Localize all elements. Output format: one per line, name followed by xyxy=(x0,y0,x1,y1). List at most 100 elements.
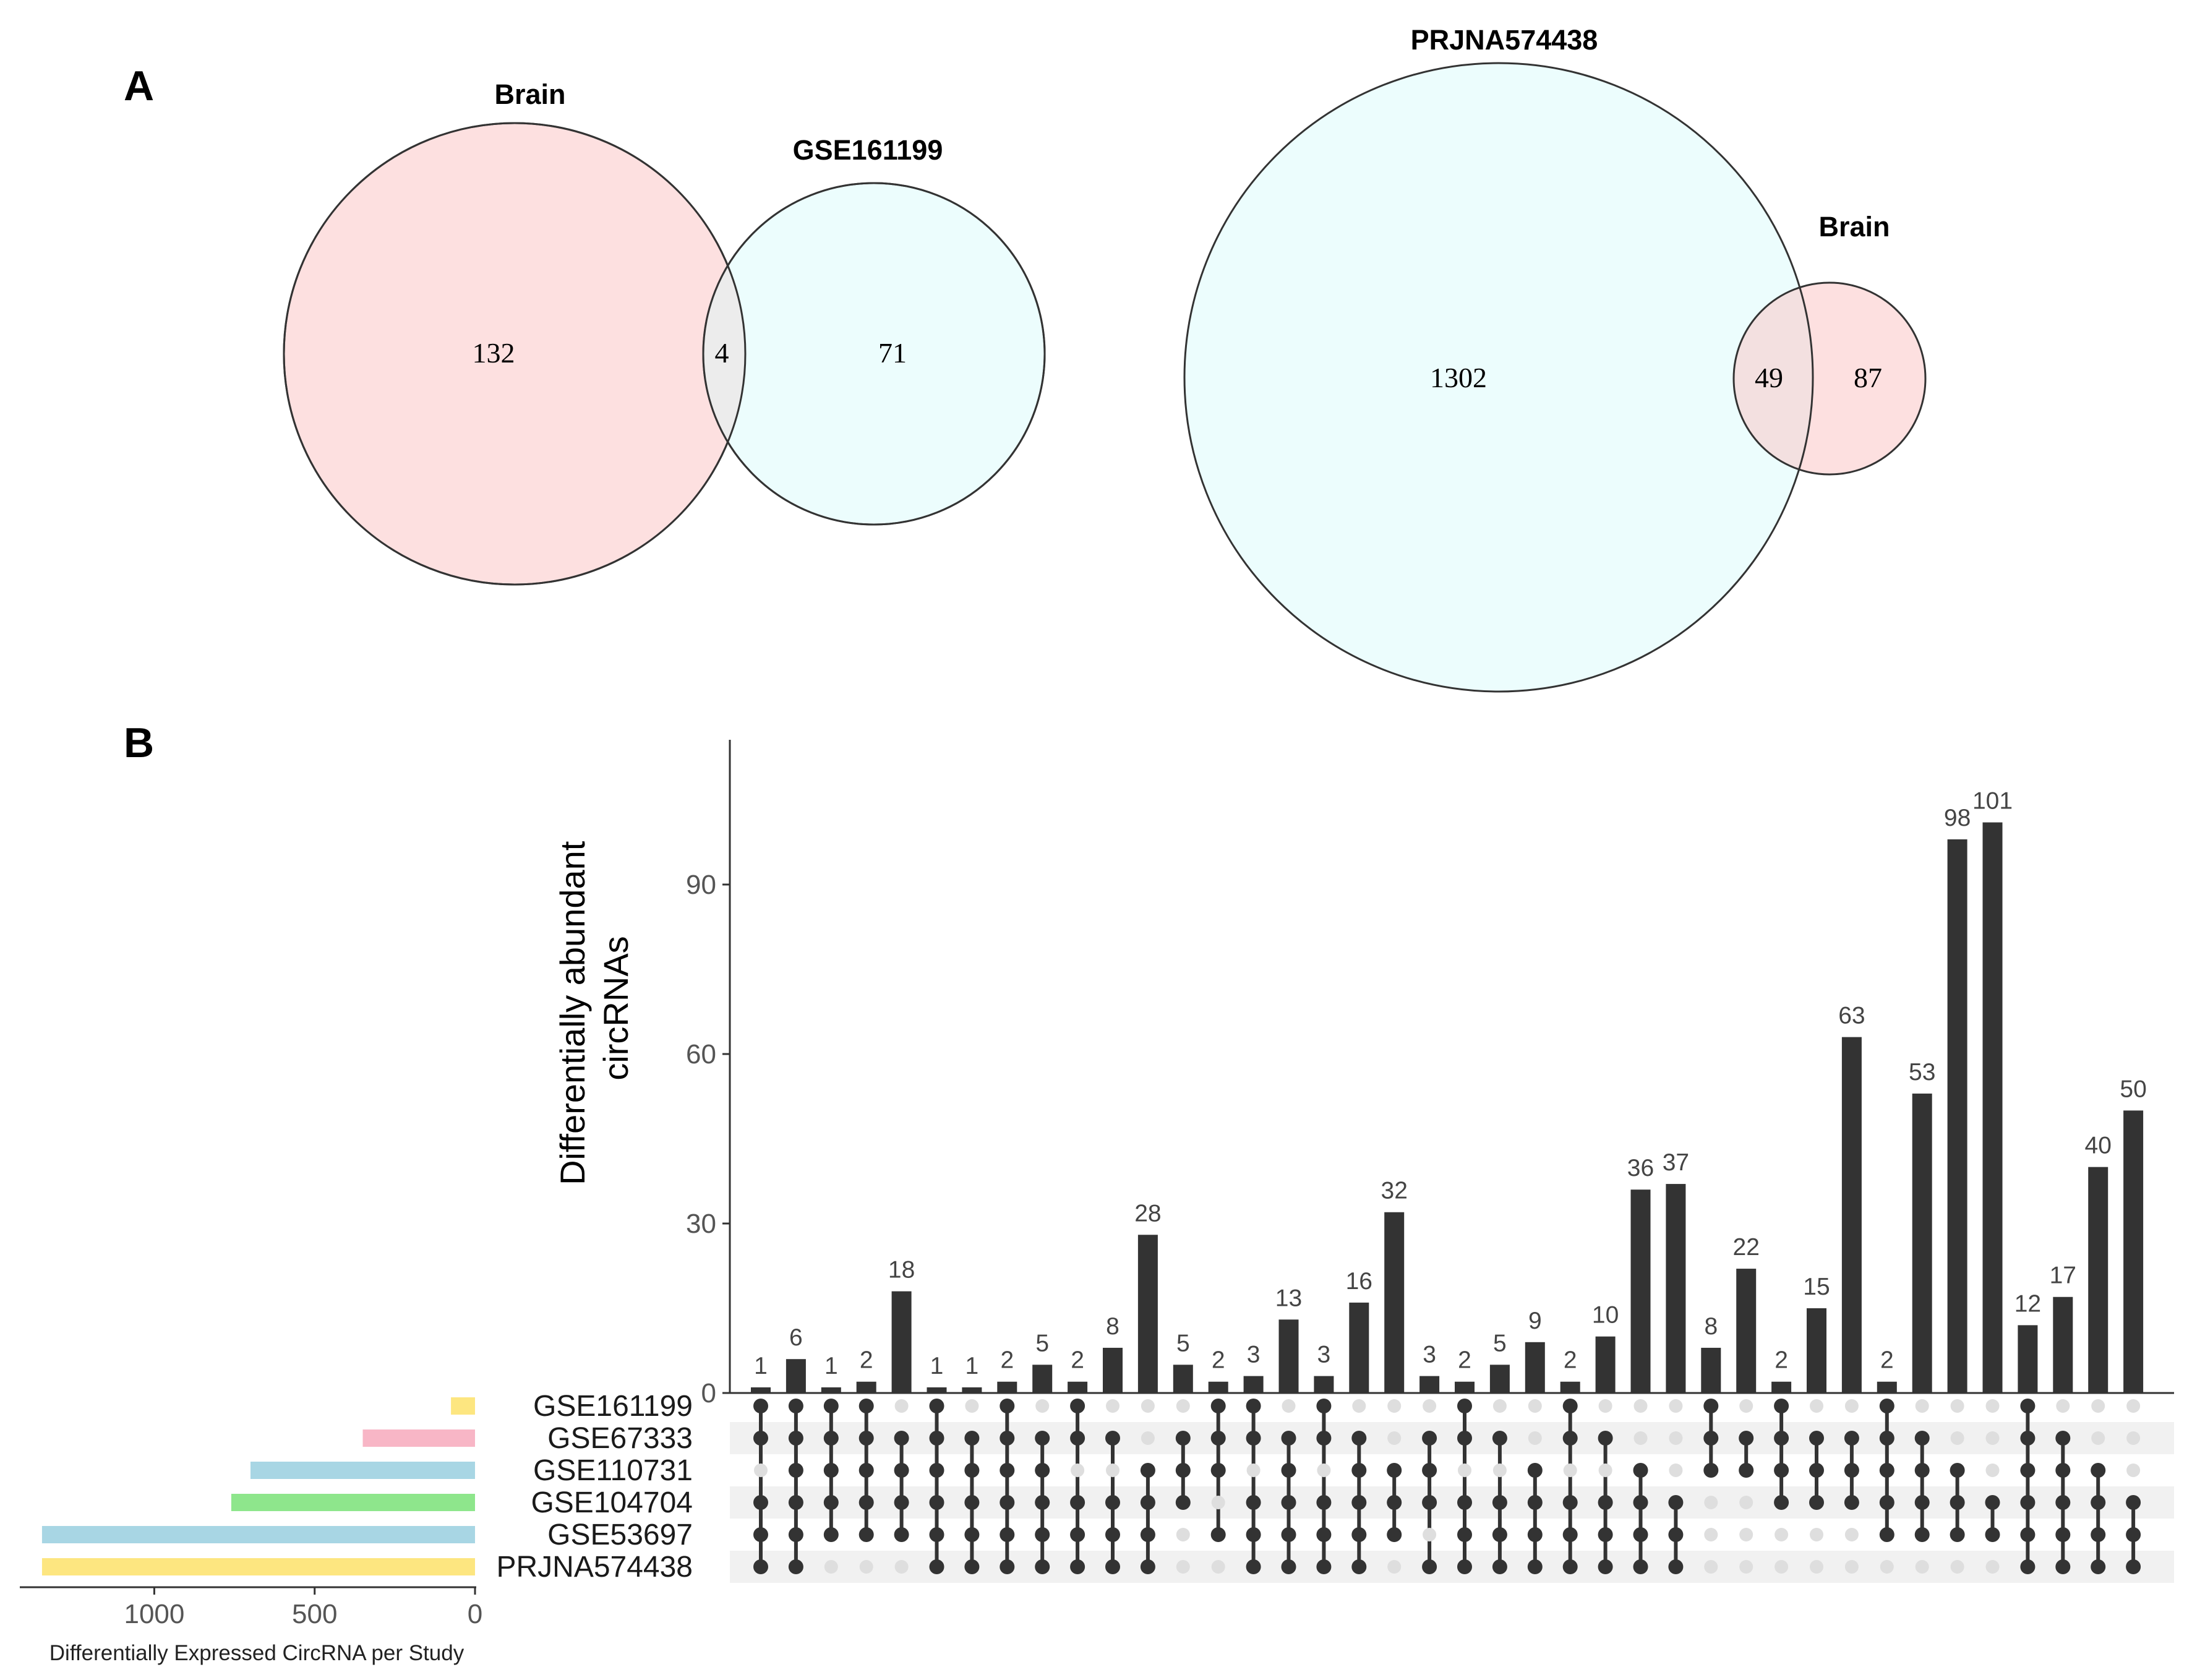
matrix-dot-inactive xyxy=(1669,1399,1683,1413)
panel-b-label: B xyxy=(124,719,154,766)
set-label: GSE53697 xyxy=(547,1519,693,1551)
matrix-dot-active xyxy=(1774,1431,1789,1446)
matrix-dot-inactive xyxy=(894,1399,909,1413)
matrix-dot-active xyxy=(1246,1399,1261,1413)
intersection-bar xyxy=(1103,1347,1123,1393)
matrix-dot-active xyxy=(753,1527,768,1542)
intersection-bar xyxy=(1982,822,2003,1393)
matrix-dot-active xyxy=(1210,1431,1226,1446)
intersection-bar xyxy=(821,1387,841,1393)
matrix-dot-active xyxy=(1351,1559,1367,1574)
matrix-dot-active xyxy=(964,1559,980,1574)
intersection-bar xyxy=(1419,1376,1440,1393)
matrix-dot-active xyxy=(1879,1495,1894,1510)
matrix-dot-active xyxy=(1316,1495,1332,1510)
matrix-dot-inactive xyxy=(894,1560,909,1574)
matrix-dot-inactive xyxy=(1106,1399,1120,1413)
matrix-dot-inactive xyxy=(1950,1399,1964,1413)
matrix-dot-active xyxy=(1281,1431,1296,1446)
matrix-dot-active xyxy=(929,1399,944,1413)
matrix-dot-active xyxy=(2020,1527,2036,1542)
matrix-dot-active xyxy=(1000,1431,1015,1446)
matrix-dot-active xyxy=(1000,1399,1015,1413)
matrix-dot-active xyxy=(1246,1495,1261,1510)
intersection-bar xyxy=(1349,1302,1369,1393)
intersection-bar-label: 3 xyxy=(1247,1342,1261,1368)
matrix-dot-active xyxy=(1950,1463,1965,1478)
matrix-dot-active xyxy=(1035,1495,1050,1510)
matrix-dot-inactive xyxy=(1492,1464,1507,1477)
matrix-dot-active xyxy=(1351,1431,1367,1446)
intersection-bar xyxy=(1384,1212,1405,1393)
matrix-dot-active xyxy=(1598,1559,1613,1574)
matrix-dot-inactive xyxy=(1844,1399,1859,1413)
matrix-dot-inactive xyxy=(2091,1431,2105,1445)
set-size-tick-label: 1000 xyxy=(124,1599,184,1629)
matrix-dot-active xyxy=(929,1559,944,1574)
matrix-dot-active xyxy=(1668,1495,1684,1510)
set-label: GSE67333 xyxy=(547,1422,693,1455)
matrix-dot-active xyxy=(929,1495,944,1510)
matrix-dot-active xyxy=(2055,1495,2071,1510)
intersection-bar xyxy=(1630,1189,1651,1393)
intersection-bar-label: 5 xyxy=(1035,1330,1049,1356)
matrix-dot-active xyxy=(1914,1527,1930,1542)
intersection-bar xyxy=(2053,1296,2073,1393)
intersection-bar-label: 63 xyxy=(1838,1003,1865,1029)
matrix-dot-active xyxy=(1105,1431,1120,1446)
matrix-dot-active xyxy=(1035,1431,1050,1446)
matrix-dot-active xyxy=(1492,1495,1507,1510)
matrix-dot-inactive xyxy=(1282,1399,1296,1413)
matrix-dot-active xyxy=(858,1431,874,1446)
matrix-dot-active xyxy=(753,1399,768,1413)
matrix-dot-inactive xyxy=(1985,1560,2000,1574)
intersection-bar-label: 1 xyxy=(754,1353,768,1379)
set-size-bars xyxy=(41,1397,475,1575)
intersection-bar xyxy=(1912,1093,1932,1393)
matrix-dot-inactive xyxy=(1880,1560,1894,1574)
matrix-dot-inactive xyxy=(1669,1431,1683,1445)
matrix-dot-active xyxy=(1527,1495,1543,1510)
intersection-bar-label: 18 xyxy=(888,1257,915,1284)
matrix-dot-inactive xyxy=(1141,1399,1155,1413)
matrix-dot-active xyxy=(1035,1559,1050,1574)
matrix-dot-active xyxy=(1879,1463,1894,1478)
matrix-dot-active xyxy=(1985,1495,2000,1510)
set-size-bar xyxy=(41,1526,475,1543)
intersection-bar-label: 22 xyxy=(1733,1234,1760,1261)
matrix-dot-active xyxy=(1774,1399,1789,1413)
venn2-title-prjna574438: PRJNA574438 xyxy=(1411,24,1598,56)
matrix-dot-inactive xyxy=(1211,1560,1225,1574)
intersection-bar-label: 17 xyxy=(2050,1262,2076,1289)
matrix-dot-active xyxy=(1562,1495,1578,1510)
matrix-dot-inactive xyxy=(1950,1431,1964,1445)
matrix-dot-active xyxy=(1387,1495,1402,1510)
matrix-dot-active xyxy=(1140,1463,1155,1478)
venn2-count-prjna574438-only: 1302 xyxy=(1430,362,1487,393)
intersection-bar xyxy=(751,1387,771,1393)
matrix-dot-active xyxy=(2126,1527,2141,1542)
matrix-dot-active xyxy=(788,1399,803,1413)
intersection-bar xyxy=(1877,1381,1897,1393)
matrix-dot-inactive xyxy=(1563,1464,1577,1477)
intersection-bar xyxy=(1807,1308,1826,1393)
intersection-bar-label: 6 xyxy=(789,1324,803,1351)
intersection-bar xyxy=(1278,1319,1299,1393)
matrix-dot-inactive xyxy=(1739,1560,1753,1574)
intersection-bar-label: 2 xyxy=(1000,1347,1014,1374)
matrix-dot-inactive xyxy=(1810,1528,1823,1541)
matrix-dot-active xyxy=(1000,1463,1015,1478)
intersection-bar-label: 36 xyxy=(1627,1155,1654,1181)
intersection-bar xyxy=(1068,1381,1088,1393)
matrix-dot-active xyxy=(1668,1559,1684,1574)
matrix-dot-active xyxy=(1914,1463,1930,1478)
intersection-bar xyxy=(2123,1110,2144,1393)
intersection-bar-label: 37 xyxy=(1663,1149,1689,1176)
intersection-bar-label: 2 xyxy=(860,1347,873,1374)
matrix-dot-inactive xyxy=(1246,1464,1261,1477)
intersection-bar-label: 10 xyxy=(1592,1302,1619,1329)
intersection-bar xyxy=(997,1381,1017,1393)
matrix-dot-inactive xyxy=(1492,1399,1507,1413)
matrix-dot-active xyxy=(2020,1559,2036,1574)
